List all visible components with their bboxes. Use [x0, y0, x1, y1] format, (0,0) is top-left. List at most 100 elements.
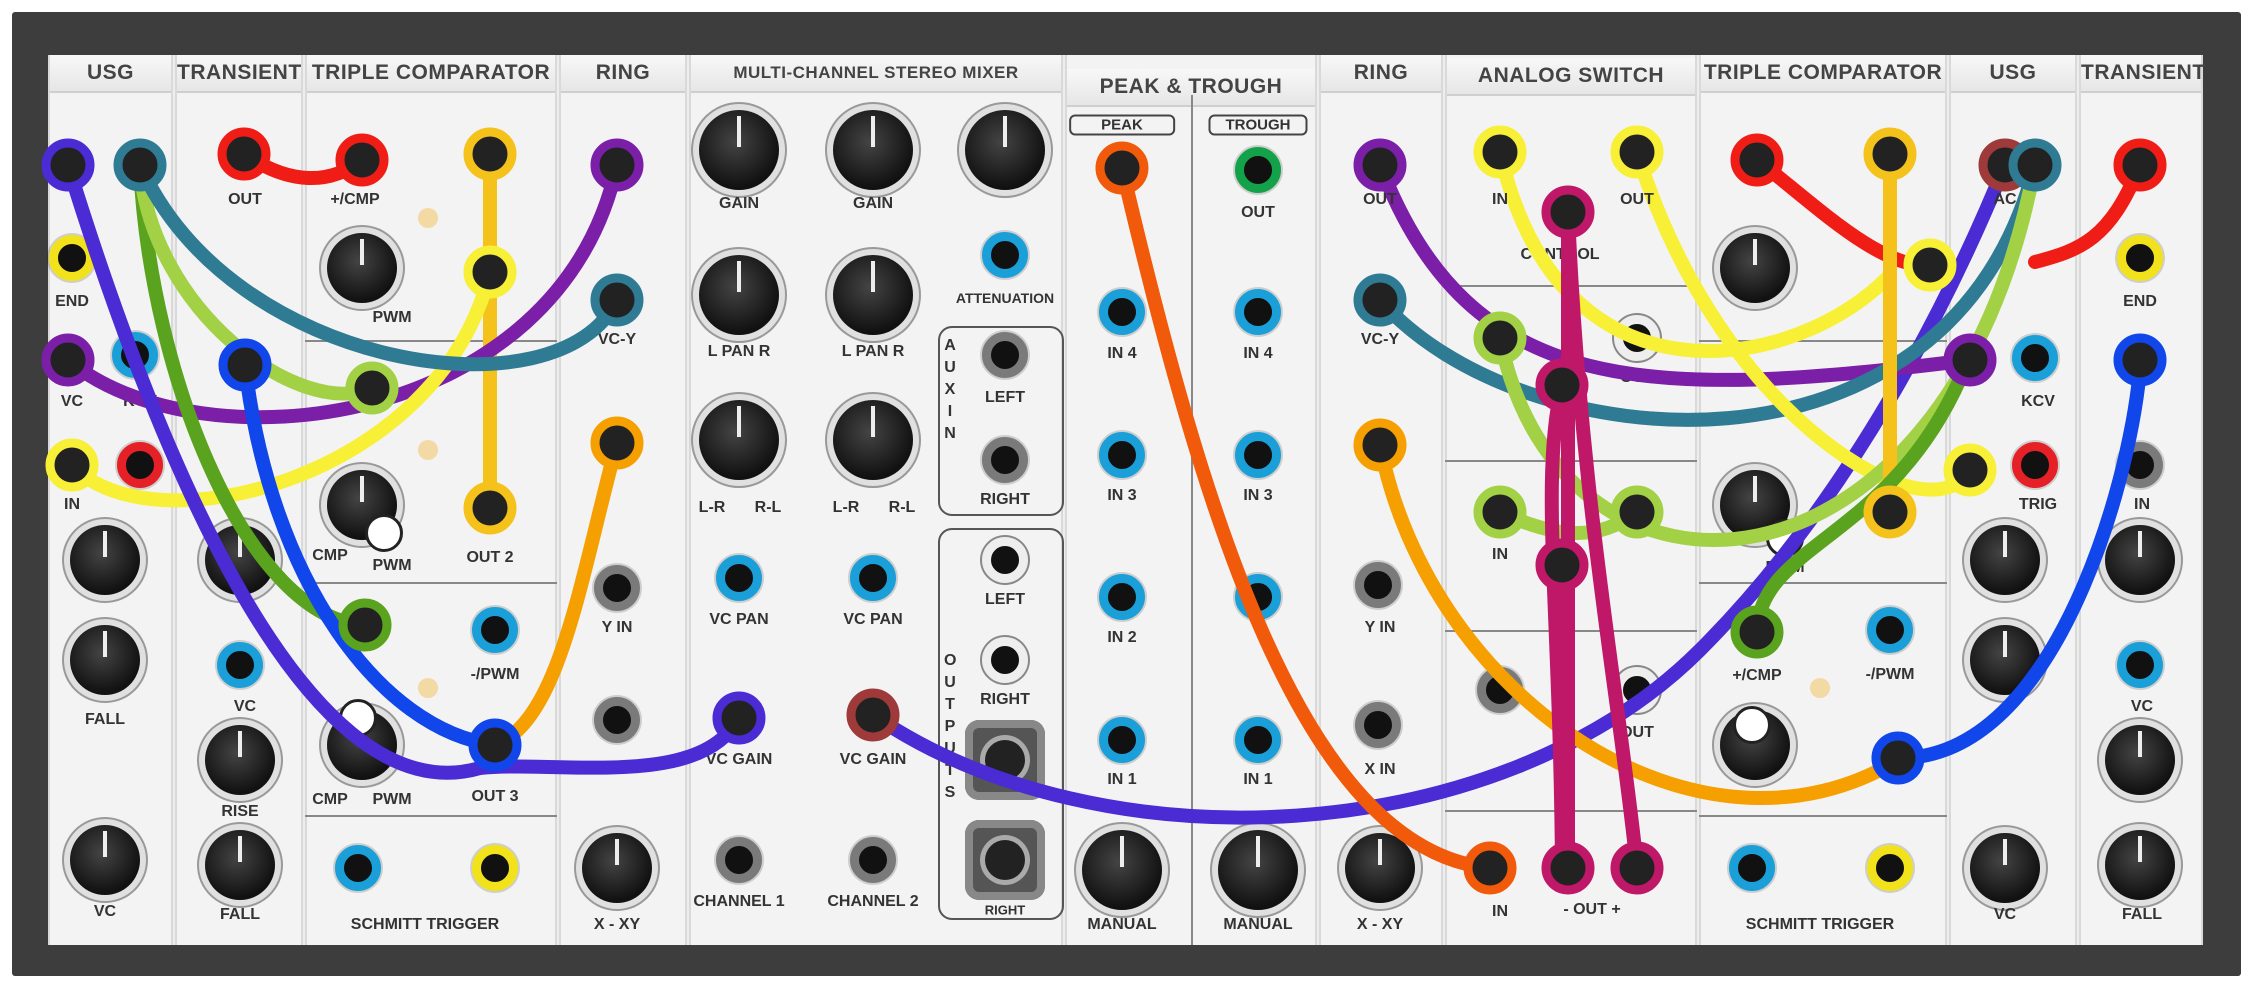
output-right-jack[interactable] — [982, 637, 1028, 683]
cable-plug[interactable] — [1610, 125, 1664, 179]
output-left-jack[interactable] — [982, 537, 1028, 583]
usg-rise-knob[interactable] — [70, 525, 140, 595]
cable-plug[interactable] — [2113, 138, 2167, 192]
mixer-gain1-knob[interactable] — [699, 110, 779, 190]
cable-plug[interactable] — [113, 138, 167, 192]
patch-cable[interactable] — [1750, 348, 1977, 639]
cable-plug[interactable] — [1730, 133, 1784, 187]
cable-plug[interactable] — [1095, 141, 1149, 195]
mixer-pan2-knob[interactable] — [833, 255, 913, 335]
schmitt-out-jack[interactable] — [472, 845, 518, 891]
cable-plug[interactable] — [1541, 841, 1595, 895]
cable-plug[interactable] — [1473, 311, 1527, 365]
cable-plug[interactable] — [1473, 125, 1527, 179]
transient-fall-knob[interactable] — [2105, 830, 2175, 900]
usg-fall-knob[interactable] — [70, 625, 140, 695]
patch-cable[interactable] — [1115, 161, 1497, 875]
cable-plug[interactable] — [335, 133, 389, 187]
patch-cable[interactable] — [488, 436, 624, 752]
patch-cable[interactable] — [1493, 145, 1897, 358]
ring-xin-jack[interactable] — [594, 697, 640, 743]
cable-plug[interactable] — [345, 361, 399, 415]
cable-plug[interactable] — [1943, 333, 1997, 387]
patch-cable[interactable] — [1544, 378, 1569, 875]
cable-plug[interactable] — [1541, 185, 1595, 239]
output-quarter-inch-right-jack[interactable] — [965, 820, 1045, 900]
cable-plug[interactable] — [2008, 138, 2062, 192]
cable-plug[interactable] — [2113, 333, 2167, 387]
mixer-gain2-knob[interactable] — [833, 110, 913, 190]
cable-plug[interactable] — [463, 245, 517, 299]
trough-manual-knob[interactable] — [1218, 830, 1298, 910]
cable-plug[interactable] — [590, 273, 644, 327]
patch-cable[interactable] — [1373, 158, 2042, 427]
comparator1-knob[interactable] — [327, 233, 397, 303]
cable-plug[interactable] — [712, 691, 766, 745]
mixer-vcpan1-jack[interactable] — [716, 555, 762, 601]
mixer-channel2-jack[interactable] — [850, 837, 896, 883]
cable-plug[interactable] — [1863, 127, 1917, 181]
patch-cable[interactable] — [1630, 145, 1977, 497]
cable-plug[interactable] — [1473, 485, 1527, 539]
cable-plug[interactable] — [1863, 485, 1917, 539]
usg-trig-jack[interactable] — [117, 442, 163, 488]
patch-cable[interactable] — [866, 158, 2012, 825]
trough-in1-jack[interactable] — [1235, 717, 1281, 763]
transient-fall-knob[interactable] — [205, 830, 275, 900]
cable-plug[interactable] — [1463, 841, 1517, 895]
comparator-pwm-jack[interactable] — [472, 607, 518, 653]
ring-yin-jack[interactable] — [1355, 562, 1401, 608]
cable-plug[interactable] — [1353, 138, 1407, 192]
usg-trig-jack[interactable] — [2012, 442, 2058, 488]
cable-plug[interactable] — [1535, 538, 1589, 592]
patch-cable[interactable] — [65, 265, 497, 508]
mixer-attenuation-knob[interactable] — [965, 110, 1045, 190]
cable-plug[interactable] — [1353, 418, 1407, 472]
peak-in4-jack[interactable] — [1099, 289, 1145, 335]
cable-plug[interactable] — [338, 598, 392, 652]
cable-plug[interactable] — [463, 481, 517, 535]
schmitt-out-jack[interactable] — [1867, 845, 1913, 891]
aux-right-jack[interactable] — [982, 437, 1028, 483]
cable-plug[interactable] — [1730, 605, 1784, 659]
mixer-vcpan2-jack[interactable] — [850, 555, 896, 601]
cable-plug[interactable] — [1535, 358, 1589, 412]
cable-plug[interactable] — [468, 718, 522, 772]
trough-in3-jack[interactable] — [1235, 432, 1281, 478]
patch-cable[interactable] — [61, 158, 746, 780]
ring-xin-jack[interactable] — [1355, 702, 1401, 748]
patch-cable[interactable] — [1373, 438, 1905, 805]
patch-cable[interactable] — [1891, 353, 2147, 766]
transient-vc-jack[interactable] — [2117, 642, 2163, 688]
patch-cable[interactable] — [1373, 158, 1977, 387]
ring-xxy-knob[interactable] — [1345, 833, 1415, 903]
schmitt-in-jack[interactable] — [1729, 845, 1775, 891]
aux-left-jack[interactable] — [982, 332, 1028, 378]
mixer-attenuation-jack[interactable] — [982, 232, 1028, 278]
cable-plug[interactable] — [1871, 731, 1925, 785]
patch-cable[interactable] — [1561, 205, 1644, 875]
usg-rise-knob[interactable] — [1970, 525, 2040, 595]
cable-plug[interactable] — [1610, 485, 1664, 539]
cable-plug[interactable] — [218, 338, 272, 392]
mixer-channel1-jack[interactable] — [716, 837, 762, 883]
mixer-lr2-knob[interactable] — [833, 400, 913, 480]
peak-in2-jack[interactable] — [1099, 574, 1145, 620]
cable-plug[interactable] — [590, 138, 644, 192]
trough-out-jack[interactable] — [1235, 147, 1281, 193]
cable-plug[interactable] — [217, 127, 271, 181]
cable-plug[interactable] — [1610, 841, 1664, 895]
mixer-lr1-knob[interactable] — [699, 400, 779, 480]
mixer-pan1-knob[interactable] — [699, 255, 779, 335]
transient-rise2-knob[interactable] — [2105, 725, 2175, 795]
cable-plug[interactable] — [463, 127, 517, 181]
cable-plug[interactable] — [45, 438, 99, 492]
transient-rise-knob[interactable] — [2105, 525, 2175, 595]
peak-in3-jack[interactable] — [1099, 432, 1145, 478]
cable-plug[interactable] — [590, 416, 644, 470]
ring-yin-jack[interactable] — [594, 565, 640, 611]
usg-kcv-jack[interactable] — [2012, 335, 2058, 381]
peak-manual-knob[interactable] — [1082, 830, 1162, 910]
comparator-pwm-jack[interactable] — [1867, 607, 1913, 653]
peak-in1-jack[interactable] — [1099, 717, 1145, 763]
